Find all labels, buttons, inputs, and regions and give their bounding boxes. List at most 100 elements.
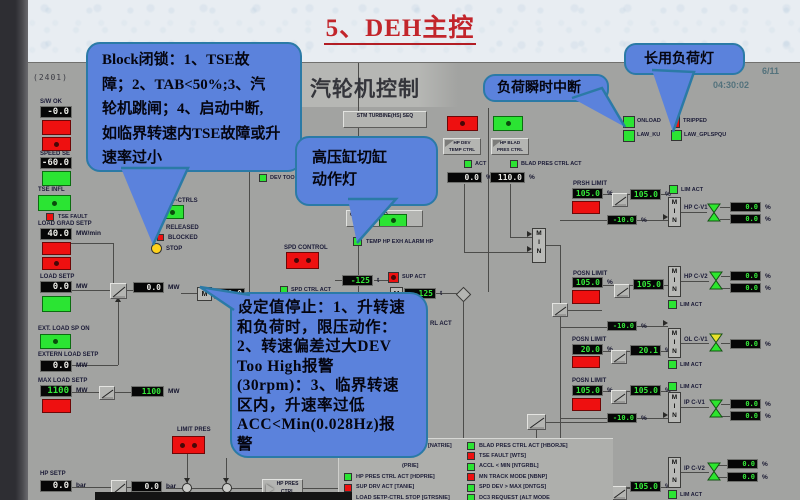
value-display[interactable]: 20.1 xyxy=(630,345,661,356)
value-display[interactable]: 0.0 xyxy=(730,399,761,409)
value-display[interactable]: 105.0 xyxy=(572,277,603,288)
status-led-green[interactable] xyxy=(668,382,677,391)
status-led-green[interactable] xyxy=(623,130,635,142)
indicator-tile-green[interactable] xyxy=(160,205,184,219)
wire-line xyxy=(603,391,611,392)
unit-label: MW xyxy=(168,284,180,291)
hmi-label: POSN LIMIT xyxy=(572,337,607,343)
value-display[interactable]: -125 xyxy=(342,275,373,286)
value-text: 0.0 xyxy=(742,460,755,468)
value-display[interactable]: -10.0 xyxy=(607,321,637,331)
value-display[interactable]: 0.0 xyxy=(730,271,761,281)
status-led-red[interactable] xyxy=(157,234,164,241)
status-led-green[interactable] xyxy=(464,160,472,168)
value-display[interactable]: 105.0 xyxy=(630,385,661,396)
indicator-tile-red[interactable] xyxy=(572,356,600,368)
value-display[interactable]: -10.0 xyxy=(607,215,637,225)
value-display[interactable]: -60.0 xyxy=(40,157,72,169)
value-display[interactable]: -0.0 xyxy=(40,106,72,118)
value-display[interactable]: 0.0 xyxy=(447,172,482,183)
value-display[interactable]: 0.0 xyxy=(40,360,72,372)
value-display[interactable]: 105.0 xyxy=(572,188,603,199)
status-led-green[interactable] xyxy=(510,160,518,168)
clock-time: 04:30:02 xyxy=(713,80,750,90)
value-text: -60.0 xyxy=(41,158,69,168)
wire-line xyxy=(717,477,727,478)
value-display[interactable]: 0.0 xyxy=(40,281,72,293)
status-led-green[interactable] xyxy=(623,116,635,128)
indicator-tile-red[interactable] xyxy=(42,399,71,413)
screen-tag: (2401) xyxy=(33,73,68,82)
indicator-tile-red[interactable] xyxy=(572,201,600,214)
indicator-tile-red[interactable] xyxy=(42,242,71,255)
indicator-tile-green[interactable] xyxy=(38,195,71,211)
unit-label: bar xyxy=(166,483,177,490)
wire-line xyxy=(681,343,709,344)
status-led-red[interactable] xyxy=(388,272,399,283)
value-text: -0.0 xyxy=(47,107,69,117)
unit-label: % xyxy=(486,174,492,181)
value-display[interactable]: 110.0 xyxy=(490,172,525,183)
indicator-tile-red[interactable] xyxy=(572,398,601,411)
value-display[interactable]: 0.0 xyxy=(730,214,761,224)
hmi-button[interactable]: HP DEV TEMP CTRL xyxy=(443,138,481,155)
indicator-tile-red[interactable] xyxy=(42,257,71,270)
indicator-tile-red[interactable] xyxy=(42,137,71,151)
value-display[interactable]: 105.0 xyxy=(630,481,661,492)
wire-line xyxy=(560,245,561,303)
status-led-green[interactable] xyxy=(353,237,362,246)
value-display[interactable]: 105.0 xyxy=(633,279,664,290)
function-block xyxy=(99,386,115,400)
value-display[interactable]: 0.0 xyxy=(730,339,761,349)
indicator-tile-red[interactable] xyxy=(42,120,71,135)
indicator-tile-red[interactable] xyxy=(447,116,478,131)
status-led-green[interactable] xyxy=(669,185,678,194)
status-led-red[interactable] xyxy=(46,213,54,221)
hmi-button[interactable]: STM TURBINE(HS) SEQ xyxy=(343,111,427,128)
value-display[interactable]: 1100 xyxy=(40,385,72,397)
hmi-button[interactable]: HP BLAD PRES CTRL xyxy=(491,138,529,155)
wire-line xyxy=(374,280,390,281)
value-display[interactable]: 0.0 xyxy=(730,283,761,293)
indicator-tile-green[interactable] xyxy=(493,116,523,131)
status-led-yellow[interactable] xyxy=(151,243,162,254)
value-display[interactable]: 1100 xyxy=(131,386,164,397)
indicator-tile-red[interactable] xyxy=(572,290,600,304)
status-led-red[interactable] xyxy=(674,115,680,128)
unit-label: MW/min xyxy=(76,230,101,237)
value-display[interactable]: 0.0 xyxy=(727,459,758,469)
indicator-tile-red[interactable] xyxy=(172,436,205,454)
function-block xyxy=(614,284,630,298)
status-led-green[interactable] xyxy=(668,360,677,369)
indicator-tile-green[interactable] xyxy=(40,334,71,349)
value-display[interactable]: 105.0 xyxy=(630,189,661,200)
value-display[interactable]: 105.0 xyxy=(572,385,603,396)
wire-line xyxy=(661,487,662,488)
status-led-green[interactable] xyxy=(259,174,267,182)
status-led-green[interactable] xyxy=(668,490,677,499)
value-display[interactable]: 0.0 xyxy=(133,282,164,293)
function-block xyxy=(611,390,627,404)
callout-text-line: 区内，升速率过低 xyxy=(237,396,366,414)
value-display[interactable]: 40.0 xyxy=(40,228,72,240)
value-display[interactable]: -10.0 xyxy=(607,413,637,423)
wire-line xyxy=(628,194,630,195)
status-led-green[interactable] xyxy=(668,300,677,309)
value-display[interactable]: 0.0 xyxy=(40,480,72,492)
indicator-tile-green[interactable] xyxy=(42,171,71,186)
value-display[interactable]: 0.0 xyxy=(730,411,761,421)
hmi-button[interactable]: OPE TURB SEQ xyxy=(346,210,423,227)
hmi-label: EXT. LOAD SP ON xyxy=(38,326,90,332)
value-text: -125 xyxy=(413,289,433,298)
wire-line xyxy=(71,487,111,488)
indicator-tile-red[interactable] xyxy=(286,252,319,269)
callout-long-use-load-lamp: 长用负荷灯 xyxy=(624,43,745,75)
indicator-tile-green[interactable] xyxy=(42,296,71,312)
value-display[interactable]: 20.0 xyxy=(572,344,603,355)
status-led-green[interactable] xyxy=(671,130,682,141)
value-display[interactable]: 0.0 xyxy=(727,472,758,482)
wire-line xyxy=(661,391,668,392)
value-display[interactable]: 0.0 xyxy=(131,481,162,492)
value-display[interactable]: 0.0 xyxy=(730,202,761,212)
